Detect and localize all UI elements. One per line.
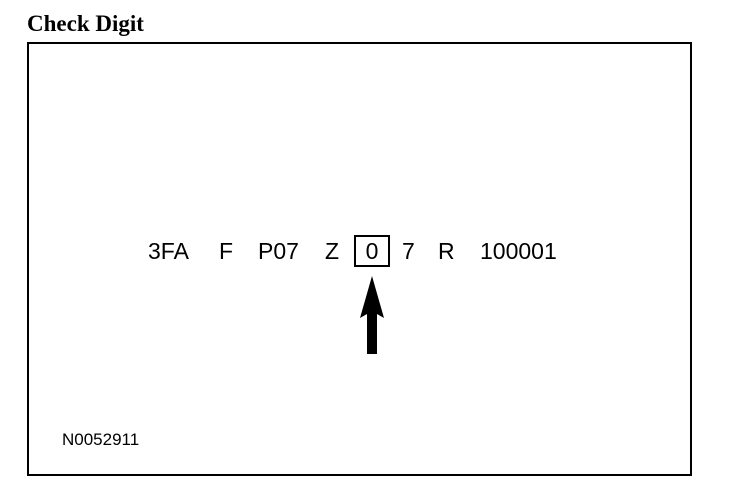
check-digit-highlight-box: [354, 235, 390, 267]
vin-segment-engine: Z: [325, 238, 340, 264]
vin-segment-serial-number: 100001: [480, 238, 557, 264]
vin-segment-model-year: 7: [402, 238, 415, 264]
up-arrow-icon: [360, 276, 384, 354]
vin-segment-restraint: F: [219, 238, 234, 264]
diagram-title: Check Digit: [27, 11, 144, 36]
vin-segment-check-digit: 0: [365, 238, 379, 264]
figure-code: N0052911: [62, 430, 140, 449]
vin-segment-wmi: 3FA: [148, 238, 189, 264]
vin-segment-assembly-plant: R: [438, 238, 455, 264]
vin-segment-line-series-body: P07: [258, 238, 299, 264]
diagram-frame: [27, 42, 692, 476]
